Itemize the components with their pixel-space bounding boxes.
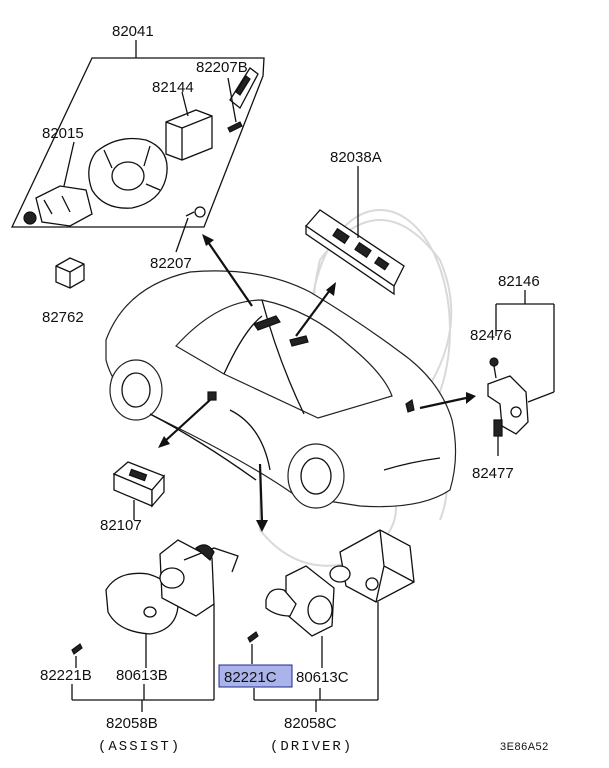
label-82038a: 82038A bbox=[330, 149, 382, 166]
diagram-code: 3E86A52 bbox=[500, 741, 549, 753]
bracket-82146[interactable] bbox=[487, 290, 555, 456]
label-82015: 82015 bbox=[42, 125, 84, 142]
label-80613c: 80613C bbox=[296, 669, 349, 686]
door-switch-driver[interactable] bbox=[247, 529, 415, 700]
label-82476: 82476 bbox=[470, 327, 512, 344]
label-82207b: 82207B bbox=[196, 59, 248, 76]
callout-arrows bbox=[158, 234, 476, 532]
door-switch-assist[interactable] bbox=[71, 539, 239, 700]
label-82221b: 82221B bbox=[40, 667, 92, 684]
power-window-switch-82038a[interactable] bbox=[305, 166, 405, 296]
label-82146: 82146 bbox=[498, 273, 540, 290]
label-82107: 82107 bbox=[100, 517, 142, 534]
label-82144: 82144 bbox=[152, 79, 194, 96]
label-driver: (DRIVER) bbox=[270, 739, 353, 755]
vehicle-body bbox=[105, 270, 457, 509]
label-82058b: 82058B bbox=[106, 715, 158, 732]
connector-82762[interactable] bbox=[55, 257, 85, 289]
label-82221c[interactable]: 82221C bbox=[224, 669, 277, 686]
label-82058c: 82058C bbox=[284, 715, 337, 732]
label-82041: 82041 bbox=[112, 23, 154, 40]
label-82762: 82762 bbox=[42, 309, 84, 326]
combination-switch-assembly[interactable] bbox=[10, 40, 265, 228]
label-82207: 82207 bbox=[150, 255, 192, 272]
label-82477: 82477 bbox=[472, 465, 514, 482]
switch-82107[interactable] bbox=[112, 461, 166, 520]
screw-82207[interactable] bbox=[175, 206, 206, 253]
label-assist: (ASSIST) bbox=[98, 739, 181, 755]
highlight-82221c bbox=[218, 664, 293, 688]
label-80613b: 80613B bbox=[116, 667, 168, 684]
